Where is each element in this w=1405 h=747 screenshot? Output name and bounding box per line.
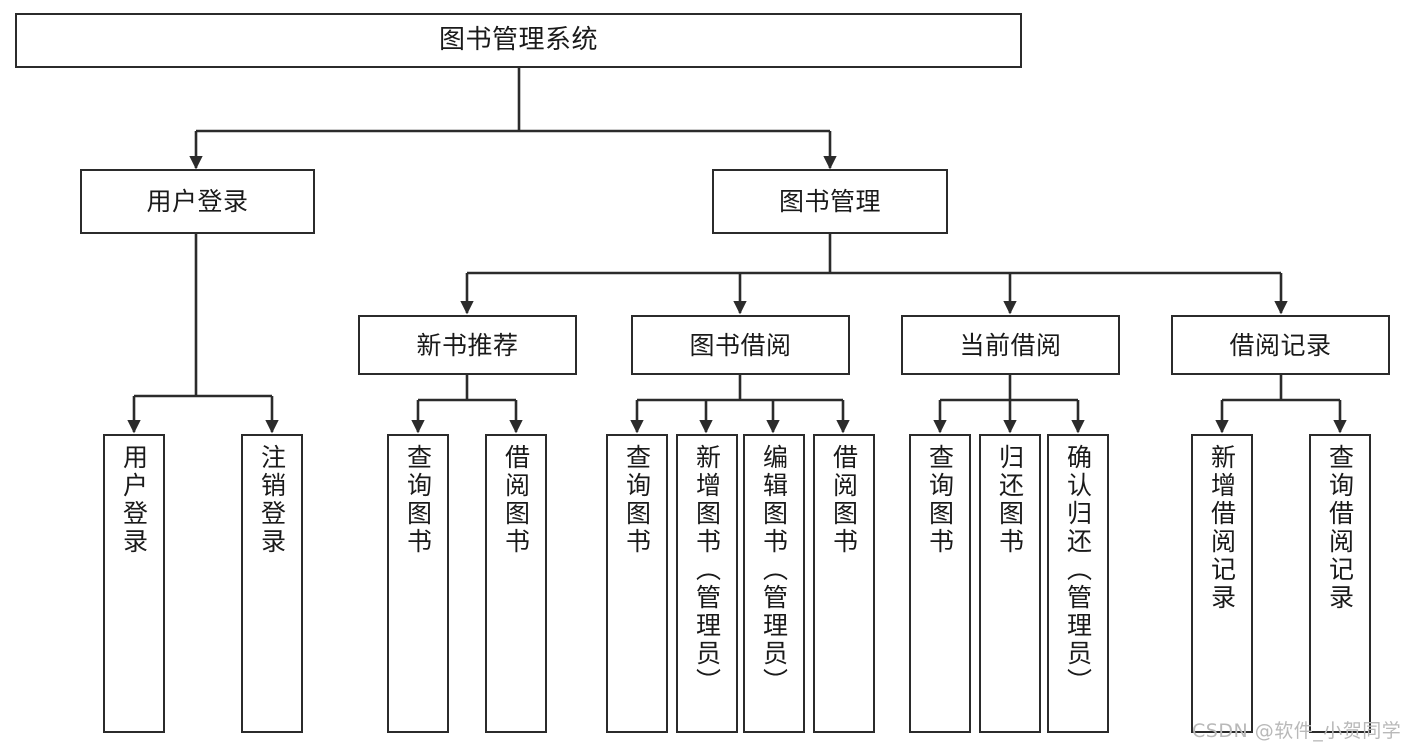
node-leaf-query-book-recommend[interactable]: 查询图书 [387, 434, 449, 733]
node-label: 用户登录 [119, 444, 149, 556]
node-label: 编辑图书（管理员） [759, 444, 789, 696]
node-label: 借阅记录 [1229, 330, 1332, 360]
node-leaf-logout-login[interactable]: 注销登录 [241, 434, 303, 733]
node-new-book-recommend[interactable]: 新书推荐 [358, 315, 577, 375]
node-label: 查询图书 [403, 444, 433, 556]
node-label: 用户登录 [146, 187, 249, 216]
node-root-system[interactable]: 图书管理系统 [15, 13, 1022, 68]
node-label: 归还图书 [995, 444, 1025, 556]
node-label: 借阅图书 [829, 444, 859, 556]
node-user-login[interactable]: 用户登录 [80, 169, 315, 234]
node-borrow-record[interactable]: 借阅记录 [1171, 315, 1390, 375]
node-label: 图书管理系统 [438, 25, 598, 56]
node-label: 查询图书 [622, 444, 652, 556]
node-book-borrow[interactable]: 图书借阅 [631, 315, 850, 375]
node-leaf-confirm-return-admin[interactable]: 确认归还（管理员） [1047, 434, 1109, 733]
node-leaf-query-book-current[interactable]: 查询图书 [909, 434, 971, 733]
node-label: 图书管理 [778, 187, 881, 216]
node-book-management[interactable]: 图书管理 [712, 169, 948, 234]
node-leaf-query-borrow-record[interactable]: 查询借阅记录 [1309, 434, 1371, 733]
node-label: 新书推荐 [416, 330, 519, 360]
node-label: 注销登录 [257, 444, 287, 556]
node-label: 新增借阅记录 [1207, 444, 1237, 612]
node-leaf-return-book[interactable]: 归还图书 [979, 434, 1041, 733]
node-leaf-query-book-borrow[interactable]: 查询图书 [606, 434, 668, 733]
node-label: 查询图书 [925, 444, 955, 556]
node-leaf-borrow-book[interactable]: 借阅图书 [813, 434, 875, 733]
node-leaf-add-borrow-record[interactable]: 新增借阅记录 [1191, 434, 1253, 733]
node-label: 新增图书（管理员） [692, 444, 722, 696]
node-leaf-add-book-admin[interactable]: 新增图书（管理员） [676, 434, 738, 733]
node-current-borrow[interactable]: 当前借阅 [901, 315, 1120, 375]
node-label: 图书借阅 [689, 330, 792, 360]
node-leaf-user-login[interactable]: 用户登录 [103, 434, 165, 733]
node-label: 当前借阅 [959, 330, 1062, 360]
node-leaf-edit-book-admin[interactable]: 编辑图书（管理员） [743, 434, 805, 733]
csdn-watermark: CSDN @软件_小贺同学 [1192, 720, 1402, 742]
node-label: 查询借阅记录 [1325, 444, 1355, 612]
node-label: 借阅图书 [501, 444, 531, 556]
node-leaf-borrow-book-recommend[interactable]: 借阅图书 [485, 434, 547, 733]
node-label: 确认归还（管理员） [1063, 444, 1093, 696]
